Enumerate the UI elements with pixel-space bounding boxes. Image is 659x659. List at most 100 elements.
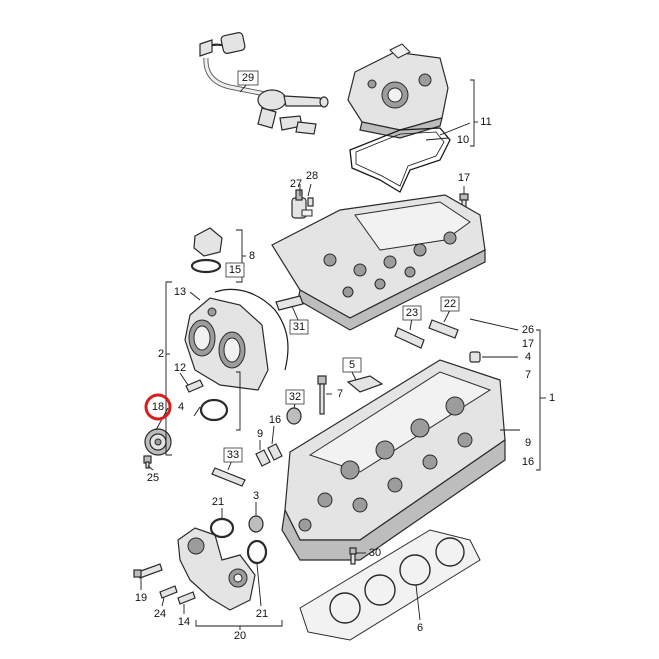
callout-14[interactable]: 14	[178, 616, 190, 628]
svg-text:5: 5	[349, 359, 355, 371]
callout-12[interactable]: 12	[174, 362, 186, 374]
svg-text:21: 21	[212, 496, 224, 508]
callout-20[interactable]: 20	[234, 630, 246, 642]
callout-10[interactable]: 10	[457, 134, 469, 146]
callout-28[interactable]: 28	[306, 170, 318, 182]
callout-22[interactable]: 22	[440, 296, 460, 312]
svg-text:7: 7	[525, 369, 531, 381]
highlight-ring	[144, 393, 172, 421]
callout-24[interactable]: 24	[154, 608, 166, 620]
callout-17-right[interactable]: 17	[522, 338, 534, 350]
svg-text:27: 27	[290, 178, 302, 190]
svg-text:17: 17	[458, 172, 470, 184]
part-end-cap-housing[interactable]	[177, 527, 256, 611]
callout-6[interactable]: 6	[417, 622, 423, 634]
svg-text:28: 28	[306, 170, 318, 182]
callout-15[interactable]: 15	[225, 262, 245, 278]
svg-text:7: 7	[337, 388, 343, 400]
svg-text:16: 16	[522, 456, 534, 468]
part-timing-cover[interactable]	[184, 288, 289, 391]
svg-text:9: 9	[525, 437, 531, 449]
part-plug-right[interactable]	[469, 351, 481, 363]
part-gasket-upper[interactable]	[349, 127, 451, 193]
part-cylinder-head-cover[interactable]	[271, 194, 486, 331]
callout-32[interactable]: 32	[285, 389, 305, 405]
callout-31[interactable]: 31	[289, 319, 309, 335]
callout-21-bottom[interactable]: 21	[256, 608, 268, 620]
callout-25[interactable]: 25	[147, 472, 159, 484]
svg-text:16: 16	[269, 414, 281, 426]
part-sensor-31[interactable]	[275, 295, 304, 311]
callout-3[interactable]: 3	[253, 490, 259, 502]
svg-text:29: 29	[242, 72, 254, 84]
callout-26[interactable]: 26	[522, 324, 534, 336]
callout-27[interactable]: 27	[290, 178, 302, 190]
part-pin-23[interactable]	[394, 327, 425, 349]
part-long-bolt[interactable]	[317, 375, 327, 415]
callout-7-mid[interactable]: 7	[337, 388, 343, 400]
part-cap-32[interactable]	[286, 407, 302, 425]
callout-23[interactable]: 23	[402, 305, 422, 321]
svg-text:14: 14	[178, 616, 190, 628]
callout-33[interactable]: 33	[223, 447, 243, 463]
svg-text:1: 1	[549, 392, 555, 404]
leader-lines	[140, 79, 546, 630]
part-bolt-12[interactable]	[185, 379, 204, 393]
callout-18[interactable]: 18	[152, 401, 164, 413]
part-upper-module[interactable]	[347, 43, 449, 139]
part-orings-21[interactable]	[209, 517, 268, 565]
callout-9-right[interactable]: 9	[525, 437, 531, 449]
svg-text:26: 26	[522, 324, 534, 336]
part-seal-14[interactable]	[199, 398, 229, 422]
part-breather-hose[interactable]	[199, 32, 329, 135]
svg-text:6: 6	[417, 622, 423, 634]
callout-1[interactable]: 1	[549, 392, 555, 404]
callout-19[interactable]: 19	[135, 592, 147, 604]
callout-29[interactable]: 29	[237, 70, 259, 86]
callout-11[interactable]: 11	[480, 116, 491, 128]
svg-text:32: 32	[289, 391, 301, 403]
svg-text:21: 21	[256, 608, 268, 620]
svg-text:13: 13	[174, 286, 186, 298]
callout-5[interactable]: 5	[342, 357, 362, 373]
svg-text:9: 9	[257, 428, 263, 440]
part-oil-filler-cap[interactable]	[190, 227, 223, 274]
part-pin-22[interactable]	[428, 319, 459, 339]
svg-text:4: 4	[178, 401, 184, 413]
svg-text:33: 33	[227, 449, 239, 461]
callout-17-top[interactable]: 17	[458, 172, 470, 184]
part-sensor-wheel-18[interactable]	[144, 428, 172, 456]
part-bolt-30[interactable]	[349, 547, 357, 565]
part-plug-3[interactable]	[248, 515, 264, 533]
callout-13[interactable]: 13	[174, 286, 186, 298]
part-control-valve[interactable]	[291, 189, 314, 219]
svg-text:12: 12	[174, 362, 186, 374]
svg-text:4: 4	[525, 351, 531, 363]
part-bolts-19-24[interactable]	[133, 563, 196, 605]
callout-16-right[interactable]: 16	[522, 456, 534, 468]
svg-text:24: 24	[154, 608, 166, 620]
svg-text:18: 18	[152, 401, 164, 413]
callout-7-right[interactable]: 7	[525, 369, 531, 381]
callout-21-top[interactable]: 21	[212, 496, 224, 508]
part-bolt-25[interactable]	[143, 455, 152, 469]
part-head-gasket[interactable]	[299, 529, 481, 641]
part-pin-33[interactable]	[211, 467, 246, 487]
callout-4-right[interactable]: 4	[525, 351, 531, 363]
svg-text:25: 25	[147, 472, 159, 484]
callout-16-mid[interactable]: 16	[269, 414, 281, 426]
svg-text:10: 10	[457, 134, 469, 146]
svg-text:11: 11	[480, 116, 491, 128]
svg-text:3: 3	[253, 490, 259, 502]
callout-4-left[interactable]: 4	[178, 401, 184, 413]
svg-text:15: 15	[229, 264, 241, 276]
callout-9-mid[interactable]: 9	[257, 428, 263, 440]
callout-2[interactable]: 2	[158, 348, 164, 360]
part-pins-9-16[interactable]	[255, 443, 283, 467]
callout-8[interactable]: 8	[249, 250, 255, 262]
svg-text:8: 8	[249, 250, 255, 262]
svg-text:17: 17	[522, 338, 534, 350]
part-cylinder-head[interactable]	[281, 359, 506, 561]
callout-30[interactable]: 30	[369, 547, 381, 559]
part-cover-plate[interactable]	[346, 375, 384, 393]
